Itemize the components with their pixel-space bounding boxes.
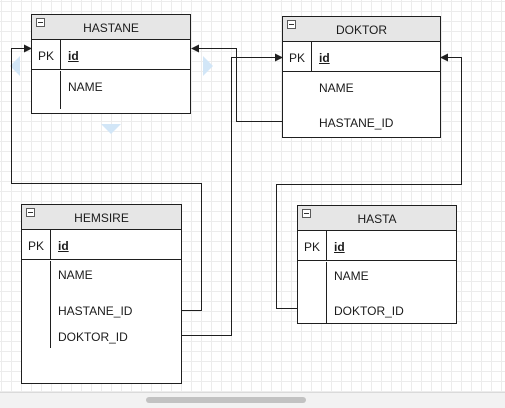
pk-label: PK	[304, 240, 321, 254]
pk-label: PK	[289, 51, 306, 65]
pk-label: PK	[28, 239, 45, 253]
key-divider	[60, 71, 61, 109]
field-name[interactable]: NAME	[334, 269, 369, 283]
entity-header: HEMSIRE	[22, 205, 181, 230]
hint-arrow-right-icon[interactable]	[203, 56, 213, 76]
key-divider	[60, 40, 61, 70]
scrollbar-thumb[interactable]	[146, 397, 306, 403]
pk-row: PK id	[32, 40, 190, 70]
entity-header: HASTA	[298, 206, 456, 231]
key-divider	[50, 261, 51, 348]
entity-title: HASTA	[357, 212, 397, 226]
field-id[interactable]: id	[68, 49, 79, 63]
key-divider	[50, 230, 51, 260]
entity-doktor[interactable]: DOKTOR PK id NAME HASTANE_ID	[282, 16, 441, 138]
key-divider	[311, 42, 312, 72]
field-name[interactable]: NAME	[68, 80, 103, 94]
field-hastane-id[interactable]: HASTANE_ID	[319, 116, 394, 130]
entity-title: DOKTOR	[335, 23, 388, 37]
entity-header: HASTANE	[32, 15, 190, 40]
diagram-canvas[interactable]: HASTANE PK id NAME DOKTOR PK id NAME HAS…	[0, 0, 505, 390]
key-divider	[326, 231, 327, 261]
field-name[interactable]: NAME	[58, 268, 93, 282]
horizontal-scrollbar[interactable]	[0, 392, 505, 408]
relation-hemsire-doktor[interactable]	[182, 53, 283, 336]
minus-square-icon[interactable]	[287, 20, 296, 29]
field-doktor-id[interactable]: DOKTOR_ID	[58, 330, 128, 344]
entity-hemsire[interactable]: HEMSIRE PK id NAME HASTANE_ID DOKTOR_ID	[21, 204, 182, 384]
field-name[interactable]: NAME	[319, 81, 354, 95]
entity-title: HEMSIRE	[74, 211, 129, 225]
entity-hasta[interactable]: HASTA PK id NAME DOKTOR_ID	[297, 205, 457, 324]
field-doktor-id[interactable]: DOKTOR_ID	[334, 304, 404, 318]
field-hastane-id[interactable]: HASTANE_ID	[58, 304, 133, 318]
field-id[interactable]: id	[334, 240, 345, 254]
entity-hastane[interactable]: HASTANE PK id NAME	[31, 14, 191, 114]
field-id[interactable]: id	[58, 239, 69, 253]
hint-arrow-down-icon[interactable]	[101, 124, 121, 134]
hint-arrow-left-icon[interactable]	[10, 56, 20, 76]
minus-square-icon[interactable]	[26, 208, 35, 217]
entity-title: HASTANE	[83, 21, 139, 35]
pk-label: PK	[38, 49, 55, 63]
pk-row: PK id	[22, 230, 181, 260]
pk-row: PK id	[298, 231, 456, 261]
entity-header: DOKTOR	[283, 17, 440, 42]
minus-square-icon[interactable]	[302, 209, 311, 218]
minus-square-icon[interactable]	[36, 18, 45, 27]
field-id[interactable]: id	[319, 51, 330, 65]
key-divider	[326, 262, 327, 324]
pk-row: PK id	[283, 42, 440, 72]
